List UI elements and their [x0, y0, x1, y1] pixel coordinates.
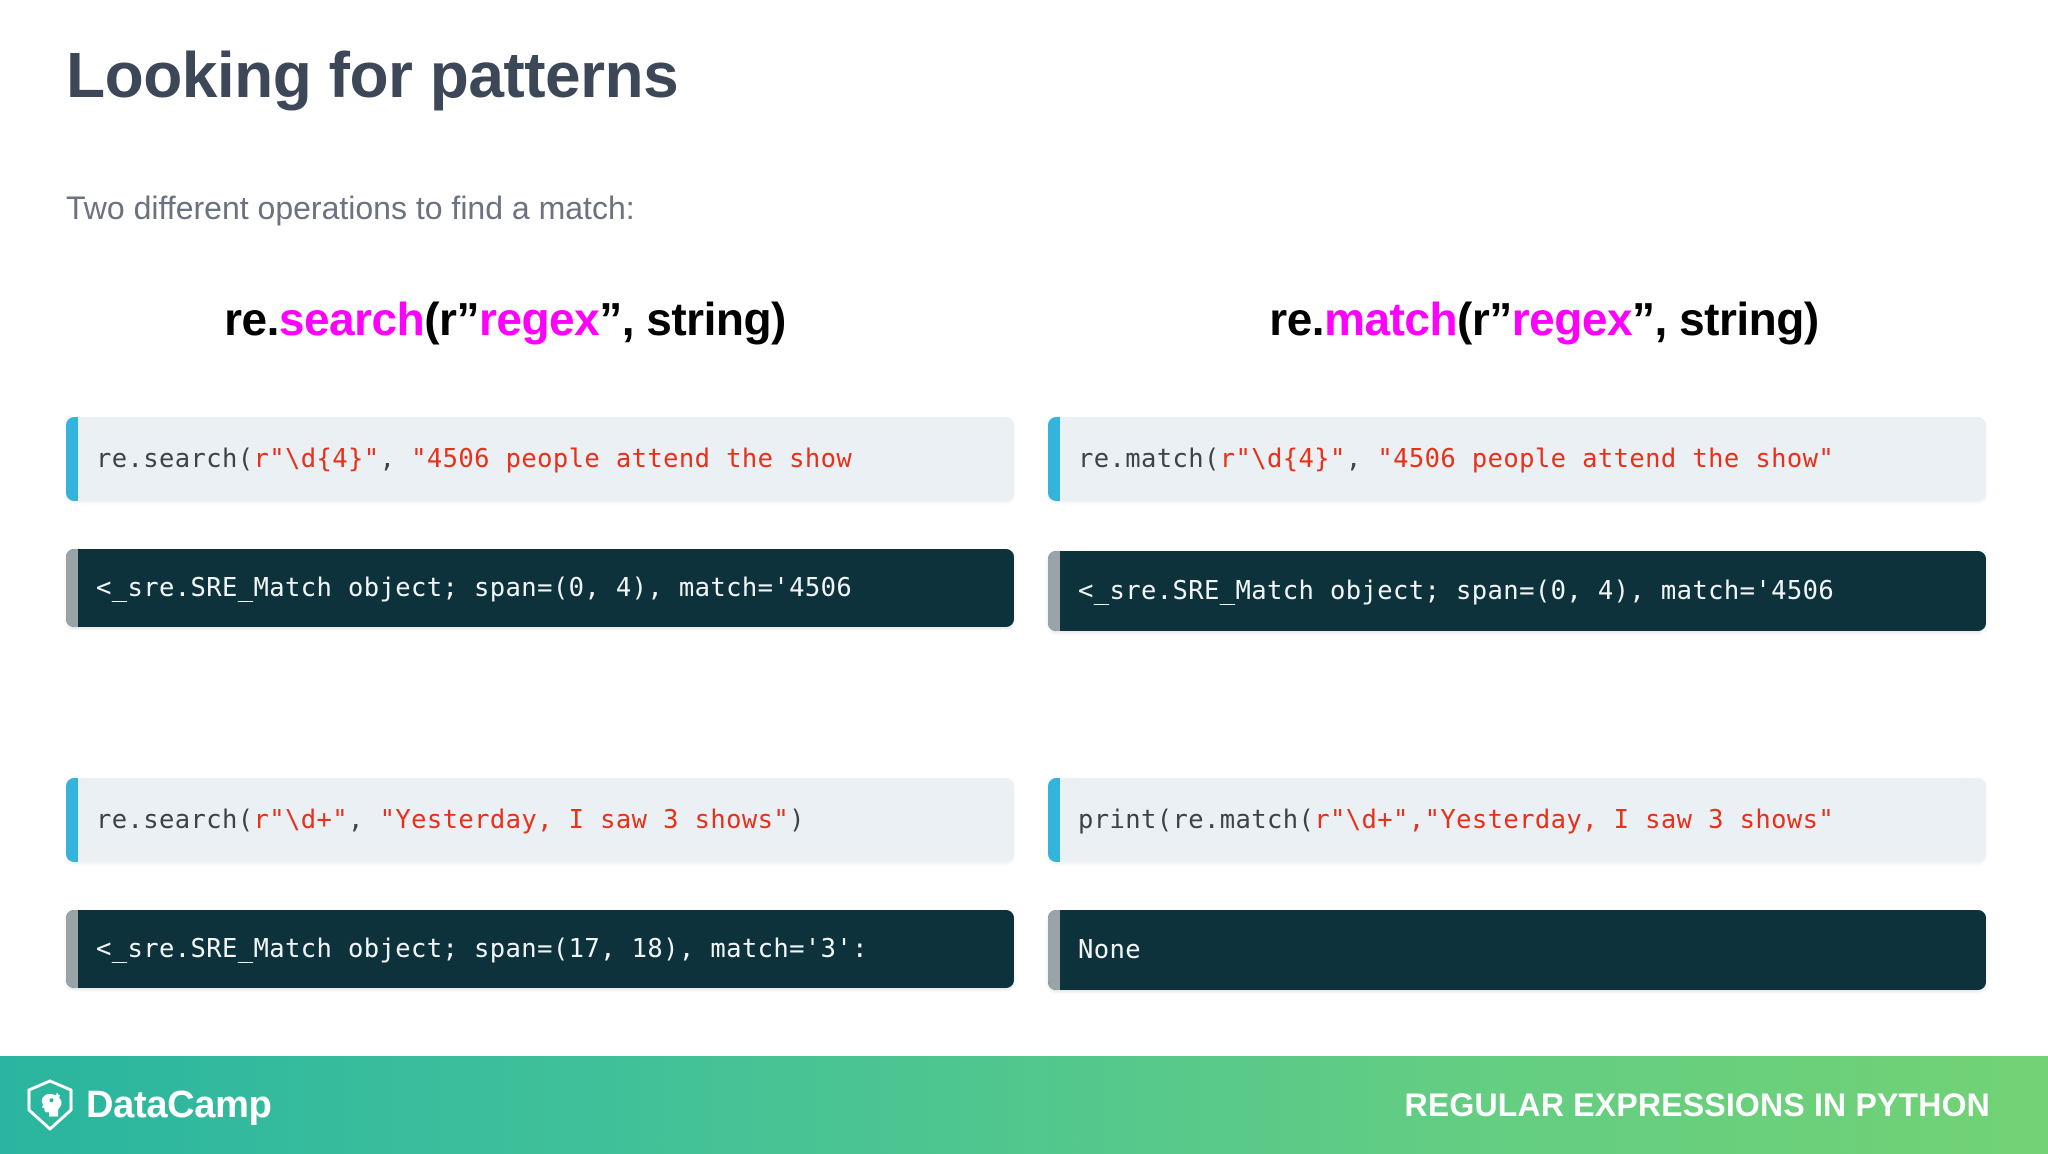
heading-prefix: re.: [224, 293, 279, 345]
heading-method: search: [278, 293, 425, 345]
code-text: re.search(r"\d+", "Yesterday, I saw 3 sh…: [66, 805, 817, 835]
accent-bar-icon: [1048, 417, 1060, 501]
brand-name: DataCamp: [86, 1084, 272, 1126]
accent-bar-icon: [66, 778, 78, 862]
code-call: re.search(: [96, 444, 254, 474]
output-text: None: [1078, 935, 1142, 965]
output-text: <_sre.SRE_Match object; span=(0, 4), mat…: [96, 573, 853, 603]
column-heading-match: re.match(r”regex”, string): [1040, 292, 2048, 346]
output-block-match-2: None: [1048, 910, 1986, 990]
code-call: print(re.match(: [1078, 805, 1315, 835]
code-block-match-1: re.match(r"\d{4}", "4506 people attend t…: [1048, 417, 1986, 501]
output-text: <_sre.SRE_Match object; span=(17, 18), m…: [96, 934, 868, 964]
code-pattern: r"\d+": [253, 805, 349, 835]
accent-bar-icon: [1048, 778, 1060, 862]
page-subtitle: Two different operations to find a match…: [66, 190, 635, 226]
heading-open: (r”: [424, 293, 479, 345]
accent-bar-icon: [66, 910, 78, 988]
code-string: "Yesterday, I saw 3 shows": [1424, 805, 1835, 835]
code-call: re.match(: [1078, 444, 1220, 474]
accent-bar-icon: [1048, 551, 1060, 631]
code-text: re.match(r"\d{4}", "4506 people attend t…: [1048, 444, 1846, 474]
code-separator: ,: [348, 805, 380, 835]
heading-method: match: [1324, 293, 1458, 345]
page-title: Looking for patterns: [66, 39, 679, 111]
course-title: REGULAR EXPRESSIONS IN PYTHON: [1404, 1086, 1990, 1123]
heading-prefix: re.: [1269, 293, 1325, 345]
heading-open: (r”: [1457, 293, 1512, 345]
code-block-search-1: re.search(r"\d{4}", "4506 people attend …: [66, 417, 1014, 501]
datacamp-shield-brain-icon: [27, 1079, 73, 1131]
code-string: "4506 people attend the show: [411, 444, 853, 474]
heading-regex-word: regex: [1511, 293, 1633, 345]
code-call: re.search(: [96, 805, 254, 835]
code-separator: ,: [1345, 444, 1378, 474]
code-block-match-2: print(re.match(r"\d+","Yesterday, I saw …: [1048, 778, 1986, 862]
output-block-match-1: <_sre.SRE_Match object; span=(0, 4), mat…: [1048, 551, 1986, 631]
code-separator: ,: [379, 444, 412, 474]
code-block-search-2: re.search(r"\d+", "Yesterday, I saw 3 sh…: [66, 778, 1014, 862]
accent-bar-icon: [1048, 910, 1060, 990]
code-text: re.search(r"\d{4}", "4506 people attend …: [66, 444, 864, 474]
output-text: <_sre.SRE_Match object; span=(0, 4), mat…: [1078, 576, 1835, 606]
heading-suffix: ”, string): [1632, 293, 1819, 345]
code-pattern: r"\d{4}": [1219, 444, 1346, 474]
accent-bar-icon: [66, 549, 78, 627]
code-text: print(re.match(r"\d+","Yesterday, I saw …: [1048, 805, 1846, 835]
brand-lockup: DataCamp: [26, 1079, 272, 1131]
footer-bar: DataCamp REGULAR EXPRESSIONS IN PYTHON: [0, 1056, 2048, 1154]
column-heading-search: re.search(r”regex”, string): [0, 292, 1010, 346]
code-pattern: r"\d{4}": [253, 444, 380, 474]
code-separator: ,: [1408, 805, 1425, 835]
output-block-search-1: <_sre.SRE_Match object; span=(0, 4), mat…: [66, 549, 1014, 627]
code-string: "4506 people attend the show": [1377, 444, 1835, 474]
heading-regex-word: regex: [478, 293, 600, 345]
accent-bar-icon: [66, 417, 78, 501]
code-string: "Yesterday, I saw 3 shows": [379, 805, 790, 835]
code-tail: ): [789, 805, 805, 835]
output-block-search-2: <_sre.SRE_Match object; span=(17, 18), m…: [66, 910, 1014, 988]
heading-suffix: ”, string): [599, 293, 786, 345]
code-pattern: r"\d+": [1314, 805, 1409, 835]
